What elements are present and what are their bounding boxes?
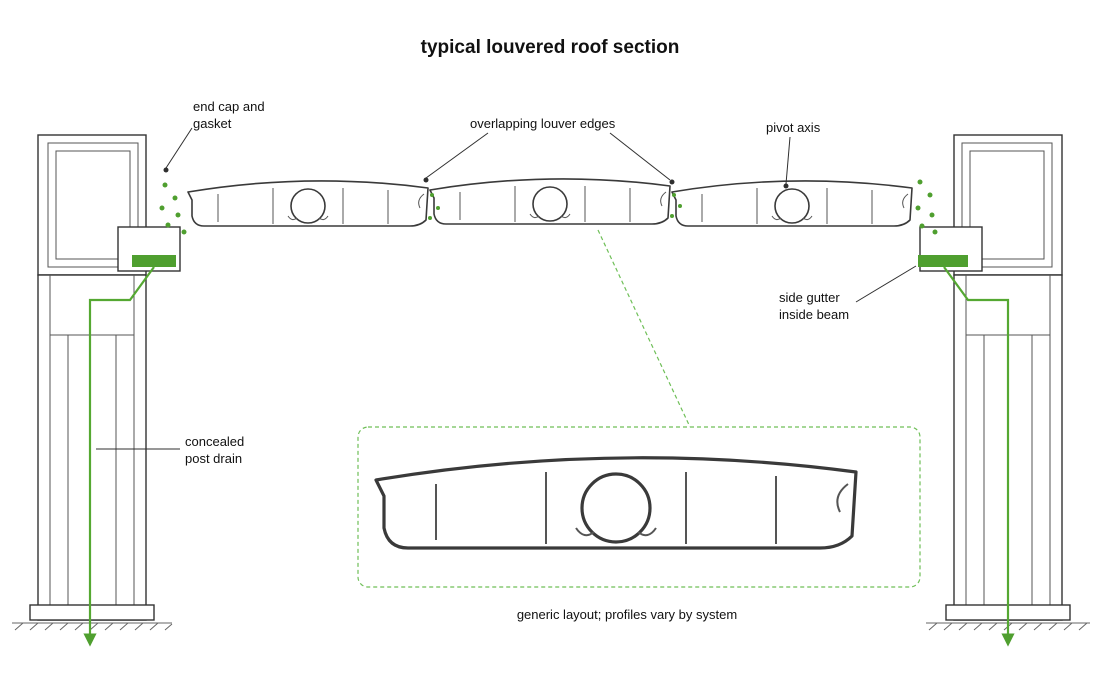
leader-overlap-left: [425, 132, 489, 179]
left-drain-flow: [83, 266, 155, 647]
louver-detail-box: [357, 426, 921, 588]
leader-overlap-right: [609, 132, 671, 181]
left-beam-post: [29, 134, 181, 621]
leader-pivot: [785, 136, 791, 185]
leader-end-cap: [165, 127, 193, 169]
leader-dot-pivot: [783, 183, 789, 189]
leader-dot-overlap-left: [423, 177, 429, 183]
leader-dot-end-cap: [163, 167, 169, 173]
label-pivot-axis: pivot axis: [766, 120, 821, 135]
water-droplets: [159, 179, 938, 235]
louver-2: [429, 178, 671, 225]
louver-detail-enlarged: [374, 456, 858, 550]
detail-callout-line: [597, 229, 691, 428]
footnote: generic layout; profiles vary by system: [516, 607, 738, 622]
louver-3: [671, 180, 913, 227]
ground-left: [12, 622, 173, 631]
leader-dot-overlap-right: [669, 179, 675, 185]
label-end-cap: end cap and gasket: [193, 99, 265, 131]
diagram-title: typical louvered roof section: [420, 37, 680, 58]
louver-1: [187, 180, 429, 227]
right-gutter-water: [918, 255, 968, 267]
right-beam-post: [919, 134, 1071, 621]
label-overlapping-edges: overlapping louver edges: [470, 116, 616, 131]
leader-side-gutter: [855, 265, 917, 303]
left-gutter-water: [132, 255, 176, 267]
right-drain-flow: [943, 266, 1015, 647]
label-side-gutter: side gutter inside beam: [779, 290, 850, 322]
label-post-drain: concealed post drain: [185, 434, 245, 466]
